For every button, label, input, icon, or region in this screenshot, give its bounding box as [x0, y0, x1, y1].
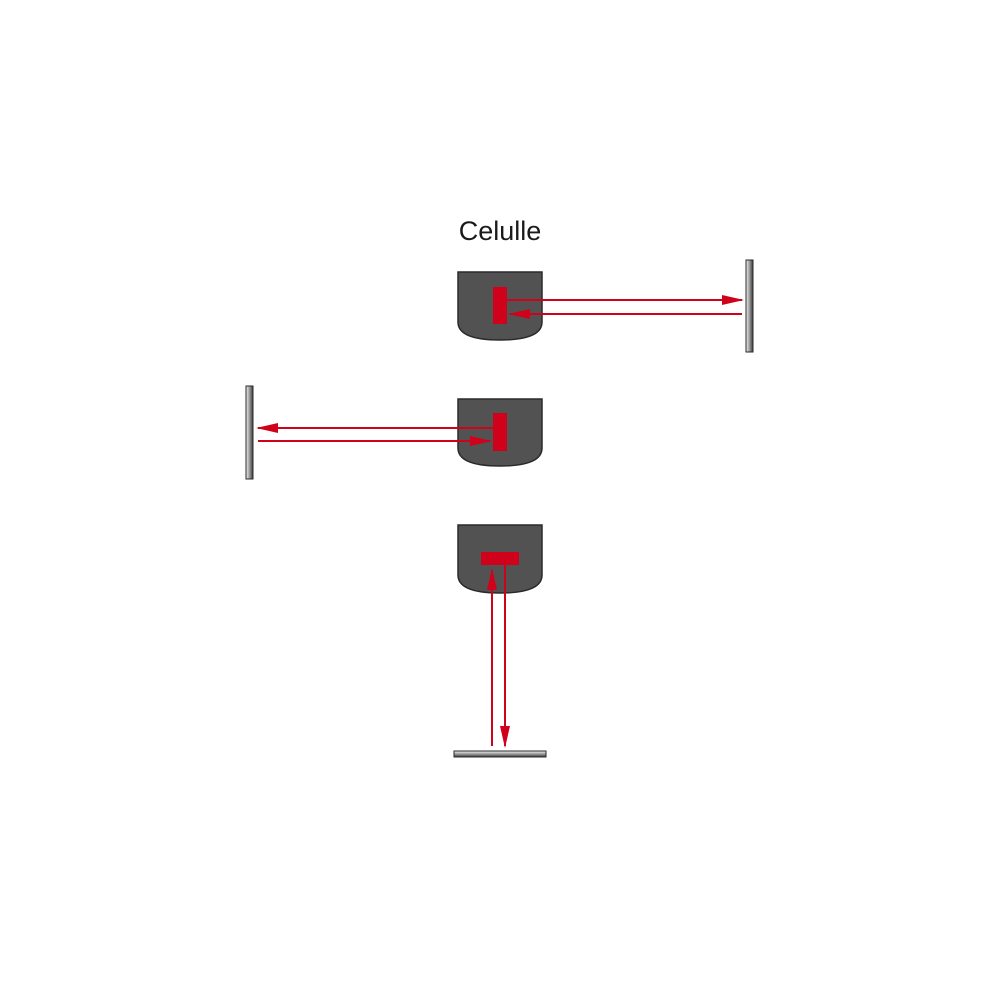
cell-3-emitter	[481, 552, 519, 565]
cell-2-group	[245, 385, 543, 480]
cell-3-reflector	[453, 750, 547, 758]
cell-3-group	[453, 524, 547, 758]
cell-1-emitter	[493, 287, 507, 324]
diagram-title: Celulle	[459, 216, 542, 246]
cell-2-reflector	[245, 385, 254, 480]
cell-2-emitter	[493, 413, 507, 451]
cell-1-reflector	[745, 259, 754, 353]
cell-1-group	[457, 259, 754, 353]
